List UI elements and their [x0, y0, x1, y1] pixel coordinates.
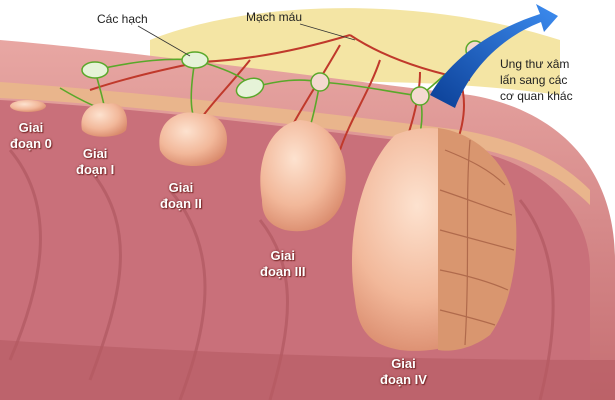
stage-3-line-1: Giai — [270, 248, 296, 263]
colon-bottom — [0, 340, 615, 400]
tumor-stage-3 — [260, 120, 346, 232]
stage-0-line-1: Giai — [18, 120, 44, 135]
tumor-stage-4-section — [438, 128, 517, 351]
stage-1-label: Giai đoạn I — [76, 146, 114, 178]
tumors — [10, 100, 517, 351]
label-metastasis-line-2: lấn sang các — [500, 73, 568, 87]
lymph-node — [235, 77, 265, 99]
tumor-section-texture — [439, 139, 515, 346]
tumor-stage-1 — [81, 103, 128, 137]
stage-0-line-2: đoạn 0 — [10, 136, 52, 151]
stage-3-line-2: đoạn III — [260, 264, 306, 279]
lymph-node — [81, 61, 109, 79]
lymph-node-involved — [410, 86, 430, 106]
tumor-stage-0 — [10, 100, 46, 112]
lymph-node — [181, 51, 209, 69]
lymph-node-involved — [310, 72, 330, 92]
label-metastasis-line-1: Ung thư xâm — [500, 57, 570, 71]
metastasis-arrow — [430, 4, 558, 108]
label-metastasis: Ung thư xâm lấn sang các cơ quan khác — [500, 56, 573, 104]
stage-4-label: Giai đoạn IV — [380, 356, 427, 388]
leader-lines — [137, 23, 356, 57]
stage-2-line-2: đoạn II — [160, 196, 202, 211]
label-lymph-nodes: Các hạch — [97, 12, 148, 26]
stage-2-label: Giai đoạn II — [160, 180, 202, 212]
label-metastasis-line-3: cơ quan khác — [500, 89, 573, 103]
tumor-stage-2 — [159, 112, 228, 166]
label-blood-vessels: Mạch máu — [246, 10, 303, 24]
stage-4-line-1: Giai — [391, 356, 416, 371]
stage-4-line-2: đoạn IV — [380, 372, 427, 387]
stage-3-label: Giai đoạn III — [260, 248, 306, 280]
stage-1-line-2: đoạn I — [76, 162, 115, 177]
stage-1-line-1: Giai — [82, 146, 108, 161]
stage-0-label: Giai đoạn 0 — [10, 120, 52, 152]
stage-2-line-1: Giai — [168, 180, 194, 195]
